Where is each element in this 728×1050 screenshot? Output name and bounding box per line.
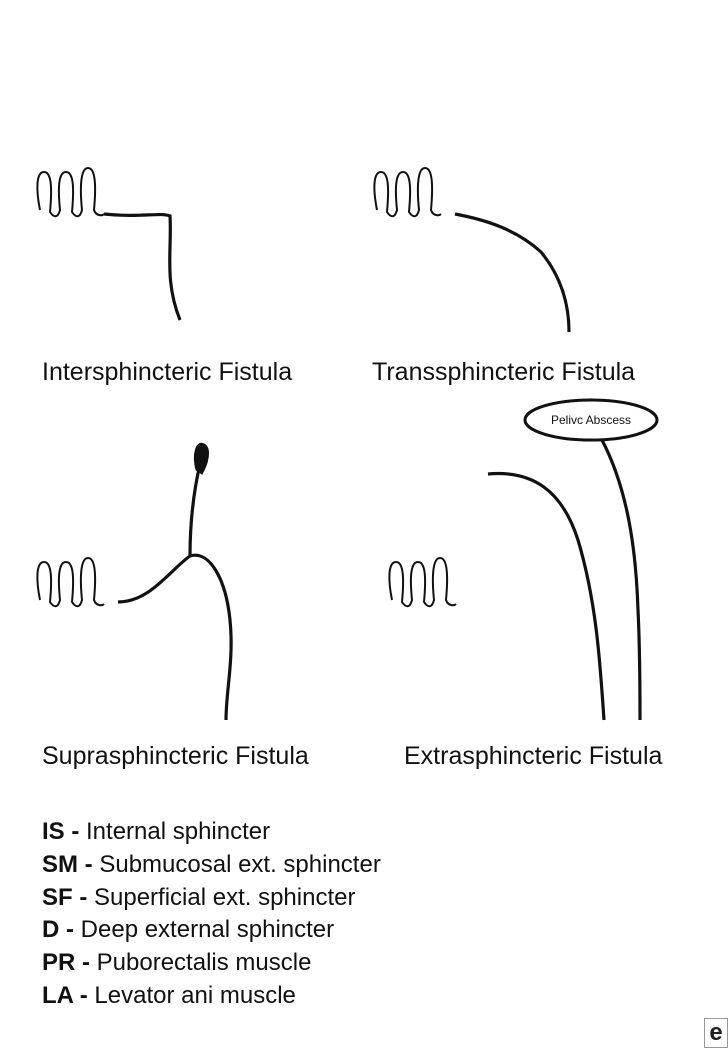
diagram-intersphincteric: IS LA PR D SF SM [36, 166, 182, 321]
diagram-extrasphincteric: IS LA PR D SF SM [388, 439, 642, 721]
caption-extrasphincteric: Extrasphincteric Fistula [404, 742, 663, 770]
legend-item-pr: PR - Puborectalis muscle [42, 947, 381, 980]
legend-abbr: D - [42, 916, 74, 944]
legend-text: Deep external sphincter [74, 916, 335, 944]
legend-text: Superficial ext. sphincter [87, 883, 356, 911]
pelvic-abscess-label: Pelivc Abscess [551, 413, 631, 427]
anal-fold-lines: IS LA PR D SF SM [373, 166, 442, 218]
legend: IS - Internal sphincter SM - Submucosal … [42, 816, 381, 1013]
legend-item-d: D - Deep external sphincter [42, 914, 381, 947]
caption-suprasphincteric: Suprasphincteric Fistula [42, 742, 309, 770]
diagram-transsphincteric: IS LA PR D SF SM [373, 166, 571, 333]
caption-transsphincteric: Transsphincteric Fistula [372, 358, 636, 386]
legend-item-is: IS - Internal sphincter [42, 816, 381, 849]
logo-mark: e [704, 1018, 728, 1048]
legend-item-sf: SF - Superficial ext. sphincter [42, 882, 381, 915]
fistula-tract-inner [600, 439, 642, 721]
pelvic-abscess: Pelivc Abscess [523, 398, 659, 442]
legend-abbr: SF - [42, 883, 88, 911]
legend-text: Puborectalis muscle [90, 949, 312, 977]
diagram-suprasphincteric: IS LA PR D SF SM [36, 442, 233, 721]
abscess-pocket [193, 442, 209, 475]
legend-abbr: LA - [42, 981, 88, 1009]
legend-text: Internal sphincter [79, 818, 271, 845]
legend-item-la: LA - Levator ani muscle [42, 980, 381, 1013]
legend-text: Submucosal ext. sphincter [92, 850, 381, 878]
anal-fold-lines: IS LA PR D SF SM [388, 556, 457, 608]
caption-intersphincteric: Intersphincteric Fistula [42, 358, 293, 386]
anal-fold-lines: IS LA PR D SF SM [36, 556, 105, 608]
panel-transsphincteric: IS LA PR D SF SM [372, 40, 692, 380]
fistula-tract [103, 212, 182, 321]
fistula-tract-upper [188, 463, 202, 557]
panel-intersphincteric: IS LA PR D SF SM [36, 40, 360, 380]
fistula-tract [117, 553, 233, 721]
fistula-tract [454, 212, 571, 333]
anal-fold-lines: IS LA PR D SF SM [36, 166, 105, 218]
legend-abbr: SM - [42, 850, 93, 878]
legend-abbr: PR - [42, 949, 90, 977]
panel-suprasphincteric: IS LA PR D SF SM [36, 430, 360, 770]
legend-item-sm: SM - Submucosal ext. sphincter [42, 849, 381, 882]
fistula-tract-outer [487, 471, 606, 721]
legend-text: Levator ani muscle [87, 981, 296, 1009]
legend-abbr: IS - [42, 818, 80, 845]
panel-extrasphincteric: IS LA PR D SF SM [388, 430, 712, 770]
